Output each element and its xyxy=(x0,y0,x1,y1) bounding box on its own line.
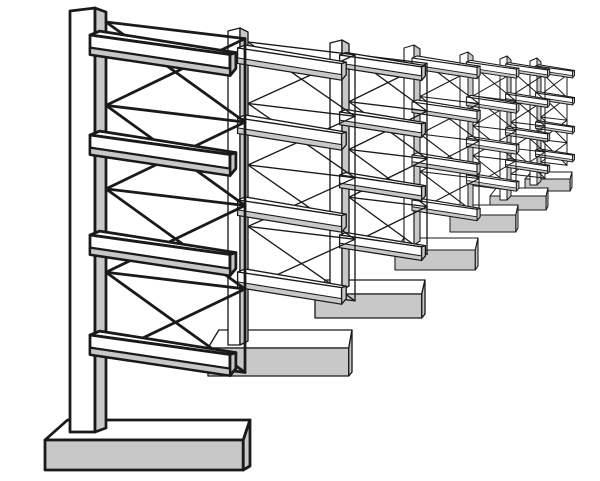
brace-rail xyxy=(104,104,247,124)
arm-end xyxy=(420,64,427,82)
brace-rail xyxy=(419,133,480,142)
brace-rail xyxy=(419,95,480,105)
rack-column-front xyxy=(68,6,97,434)
brace-top-rail xyxy=(104,20,247,41)
arm-underside xyxy=(88,146,232,177)
brace-rail xyxy=(510,121,546,127)
rack-base-side xyxy=(569,171,573,192)
brace-rail xyxy=(510,173,546,179)
arm-underside xyxy=(88,346,232,377)
arm-underside xyxy=(237,281,343,305)
arm-underside xyxy=(88,246,232,277)
arm-underside xyxy=(237,127,343,151)
brace-rail xyxy=(472,125,517,132)
arm-end xyxy=(476,109,481,124)
brace-top-rail xyxy=(247,41,356,56)
brace-rail xyxy=(348,196,428,208)
arm-end xyxy=(476,162,481,177)
rack-base-side xyxy=(241,418,252,472)
brace-rail xyxy=(104,187,247,207)
arm-underside xyxy=(237,57,343,81)
brace-rail xyxy=(104,270,247,291)
rack-base-side xyxy=(545,187,549,211)
brace-rail xyxy=(472,155,517,162)
rack-base-side xyxy=(348,329,353,377)
arm-underside xyxy=(88,46,232,77)
rack-base-front xyxy=(43,438,245,472)
rack-column-side xyxy=(93,6,108,434)
brace-rail xyxy=(348,101,428,112)
rack-base-side xyxy=(421,279,426,319)
arm-underside xyxy=(411,206,478,222)
brace-rail xyxy=(419,170,480,180)
rack-2 xyxy=(207,27,356,377)
rack-1 xyxy=(43,6,252,472)
brace-rail xyxy=(247,225,356,240)
rack-base-side xyxy=(515,204,519,233)
arm-underside xyxy=(237,209,343,233)
arm-underside xyxy=(411,108,478,124)
rack-base-side xyxy=(474,237,479,271)
arm-underside xyxy=(411,161,478,177)
brace-rail xyxy=(247,102,356,117)
arm-end xyxy=(420,121,427,139)
brace-rail xyxy=(247,164,356,179)
arm-end xyxy=(420,184,427,202)
arm-underside xyxy=(339,182,423,201)
brace-rail xyxy=(348,148,428,160)
arm-end xyxy=(476,65,481,80)
brace-diagonal xyxy=(510,73,546,97)
